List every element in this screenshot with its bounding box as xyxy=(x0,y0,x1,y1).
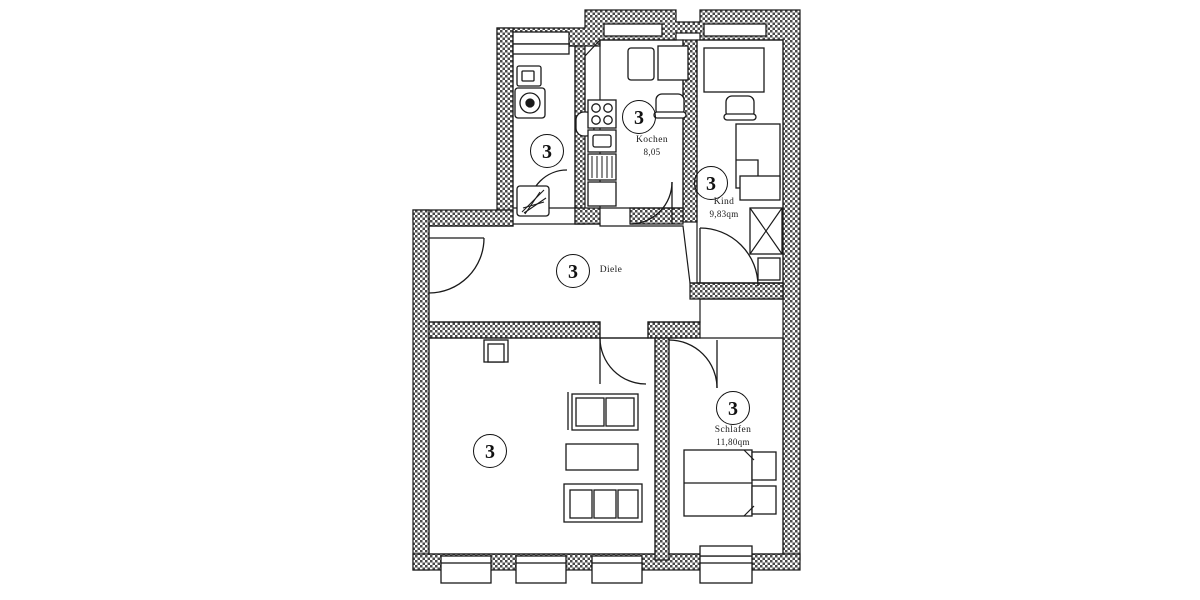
windows-layer xyxy=(440,23,767,584)
outer-wall-left xyxy=(412,209,430,571)
bath-cabinet-detail xyxy=(521,70,535,82)
bedroom-window-sill xyxy=(699,545,753,557)
room-marker-kind: 3 xyxy=(694,166,728,200)
stove-burner-2 xyxy=(603,103,613,113)
shower-drain-lines xyxy=(521,189,547,215)
living-niche-inner xyxy=(487,343,505,363)
room-marker-bad: 3 xyxy=(530,134,564,168)
wall-kitchen-bottom-left xyxy=(574,207,601,225)
wall-kind-bottom xyxy=(689,282,784,300)
kind-nightstand xyxy=(739,175,781,201)
door-kind-arc xyxy=(699,227,759,287)
stove xyxy=(587,99,617,129)
kind-desk-cross xyxy=(749,207,783,255)
bedroom-pillow-marks xyxy=(743,449,755,517)
room-marker-wohnen: 3 xyxy=(473,434,507,468)
kitchen-chair-2-back xyxy=(653,111,687,119)
window-top-kitchen xyxy=(603,23,663,37)
window-top-bath-inner xyxy=(512,43,570,55)
window-top-bath xyxy=(512,31,570,45)
living-sofa-seat-3 xyxy=(617,489,639,519)
bedroom-nightstand-2 xyxy=(751,485,777,515)
window-bottom-1-sill xyxy=(440,562,492,584)
inner-room-outlines xyxy=(428,39,784,555)
room-marker-kochen: 3 xyxy=(622,100,656,134)
doors-layer xyxy=(428,169,759,389)
kind-wardrobe xyxy=(703,47,765,93)
room-outline-hall xyxy=(428,223,784,339)
room-marker-diele: 3 xyxy=(556,254,590,288)
wall-living-top xyxy=(428,321,601,339)
wall-living-top-right xyxy=(647,321,701,339)
kitchen-sink-basin xyxy=(592,134,612,148)
kind-stool xyxy=(757,257,781,281)
living-armchair-1 xyxy=(575,397,605,427)
living-armchair-2 xyxy=(605,397,635,427)
door-bedroom-arc xyxy=(668,339,718,389)
kitchen-cabinet-low xyxy=(587,181,617,207)
window-top-kind xyxy=(703,23,767,37)
living-table xyxy=(565,443,639,471)
kitchen-diagonal-wall xyxy=(584,39,601,120)
window-bottom-3-sill xyxy=(591,562,643,584)
living-sofa-seat-2 xyxy=(593,489,617,519)
window-bottom-4-sill xyxy=(699,562,753,584)
kitchen-chair-1 xyxy=(627,47,655,81)
bedroom-nightstand-1 xyxy=(751,451,777,481)
room-outline-living xyxy=(428,337,656,555)
wall-kitchen-bottom-right xyxy=(629,207,684,225)
wall-bath-left xyxy=(496,27,514,225)
fixtures-layer xyxy=(483,45,783,557)
door-entrance-arc xyxy=(428,237,485,294)
washing-machine-center xyxy=(525,98,535,108)
window-bottom-2-sill xyxy=(515,562,567,584)
living-sofa-seat-1 xyxy=(569,489,593,519)
door-living-arc xyxy=(599,337,647,385)
radiator-kitchen-fins xyxy=(591,156,613,178)
wall-living-bedroom xyxy=(654,337,670,561)
room-outline-bedroom xyxy=(668,337,784,555)
room-marker-schlafen: 3 xyxy=(716,391,750,425)
stove-burner-3 xyxy=(591,115,601,125)
kitchen-table xyxy=(657,45,689,81)
stove-burner-4 xyxy=(603,115,613,125)
stove-burner-1 xyxy=(591,103,601,113)
door-kitchen-arc xyxy=(629,181,673,225)
kind-chair-back xyxy=(723,113,757,121)
